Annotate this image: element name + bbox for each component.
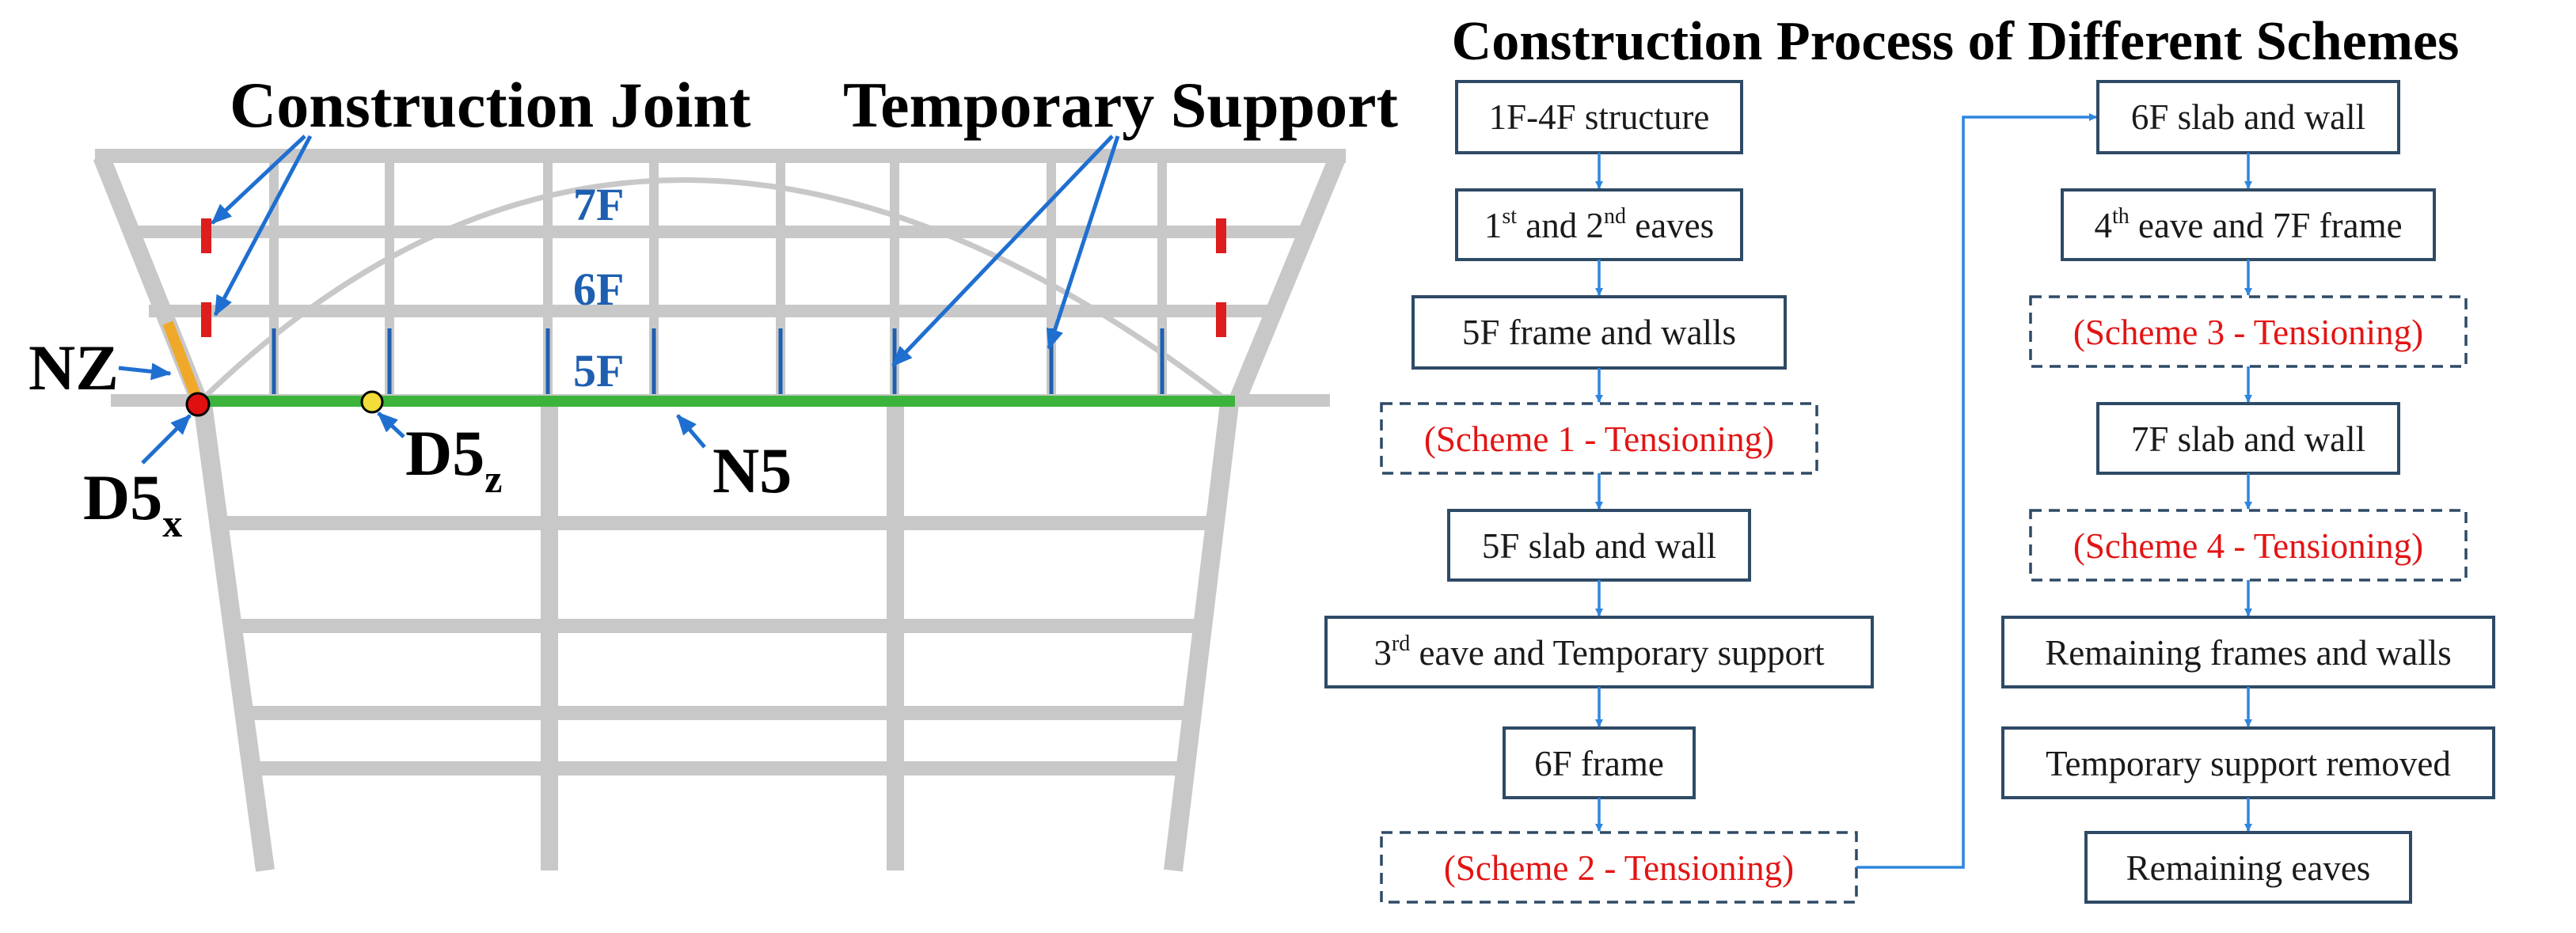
tension-member-n5: [199, 396, 1235, 407]
joint-marker-left-6f: [201, 302, 211, 337]
point-d5x: [185, 392, 211, 417]
upper-column-3: [543, 154, 553, 400]
joint-marker-right-6f: [1216, 302, 1226, 337]
flow-step-right-7: Temporary support removed: [2046, 744, 2451, 783]
flow-box-right-3: [2029, 295, 2468, 368]
flow-step-right-2: 4th eave and 7F frame: [2094, 204, 2402, 245]
temporary-support-lines: [272, 328, 1165, 394]
flow-box-left-2: [1455, 188, 1743, 261]
flow-step-left-1: 1F-4F structure: [1489, 97, 1710, 137]
beam-3f: [230, 619, 1211, 633]
flow-step-left-8: (Scheme 2 - Tensioning): [1444, 848, 1794, 888]
label-temporary-support: Temporary Support: [843, 69, 1398, 141]
flow-box-left-8: [1380, 831, 1858, 904]
upper-column-2: [385, 154, 394, 400]
flowchart-title: Construction Process of Different Scheme…: [1452, 11, 2460, 72]
flowchart: Construction Process of Different Scheme…: [1324, 11, 2495, 904]
flow-box-left-5: [1447, 509, 1751, 582]
flow-box-right-7: [2001, 726, 2495, 799]
upper-column-1: [269, 154, 279, 400]
joint-marker-left-7f: [201, 218, 211, 253]
roof-beam: [95, 149, 1346, 163]
upper-column-4: [649, 154, 659, 400]
label-nz: NZ: [28, 332, 119, 404]
flow-box-left-3: [1411, 295, 1787, 370]
nz-member: [162, 320, 202, 400]
flow-step-left-5: 5F slab and wall: [1482, 526, 1716, 566]
beam-7f: [127, 226, 1314, 238]
flow-box-left-4: [1380, 402, 1818, 475]
arch-curve: [196, 177, 1233, 406]
upper-column-6: [890, 154, 899, 400]
flow-step-left-6: 3rd eave and Temporary support: [1373, 631, 1825, 673]
flow-step-left-7: 6F frame: [1534, 744, 1664, 783]
flow-step-left-3: 5F frame and walls: [1462, 313, 1736, 352]
flow-step-left-2: 1st and 2nd eaves: [1484, 204, 1714, 245]
flow-step-left-4: (Scheme 1 - Tensioning): [1424, 419, 1774, 459]
point-d5z: [360, 390, 384, 414]
lower-left-column: [193, 402, 275, 872]
structure-diagram: 7F 6F 5F Construction Joint Temporary Su…: [28, 69, 1398, 872]
label-n5: N5: [712, 434, 792, 506]
floor-label-6f: 6F: [573, 264, 624, 315]
upper-column-8: [1157, 154, 1167, 400]
flow-arrow-cross-column: [1856, 113, 2097, 869]
flow-box-right-6: [2001, 616, 2495, 688]
flow-step-right-3: (Scheme 3 - Tensioning): [2073, 313, 2423, 352]
label-d5x: D5x: [83, 461, 182, 545]
label-d5z: D5z: [405, 417, 502, 501]
upper-right-column: [1228, 153, 1347, 406]
lower-column-1: [541, 404, 558, 870]
label-arrows: [118, 135, 1120, 465]
flow-step-right-1: 6F slab and wall: [2131, 97, 2365, 137]
flow-box-right-8: [2084, 831, 2412, 904]
beam-1f: [252, 761, 1194, 776]
beam-6f: [149, 305, 1273, 317]
floor-label-7f: 7F: [573, 179, 624, 230]
flow-step-right-6: Remaining frames and walls: [2045, 633, 2452, 673]
floor-label-5f: 5F: [573, 345, 624, 396]
flow-step-right-4: 7F slab and wall: [2131, 419, 2365, 459]
beam-4f: [214, 516, 1223, 530]
label-construction-joint: Construction Joint: [230, 69, 750, 141]
svg-text:D5z: D5z: [405, 417, 502, 501]
flow-box-right-5: [2029, 509, 2468, 582]
flow-step-right-8: Remaining eaves: [2126, 848, 2371, 888]
joint-marker-right-7f: [1216, 218, 1226, 253]
lower-right-column: [1164, 402, 1239, 872]
flow-step-right-5: (Scheme 4 - Tensioning): [2073, 526, 2423, 566]
svg-text:D5x: D5x: [83, 461, 182, 545]
lower-column-2: [887, 404, 904, 870]
beam-2f: [241, 706, 1199, 720]
upper-column-5: [776, 154, 785, 400]
flow-box-right-1: [2096, 80, 2400, 154]
flow-box-left-7: [1503, 726, 1696, 799]
